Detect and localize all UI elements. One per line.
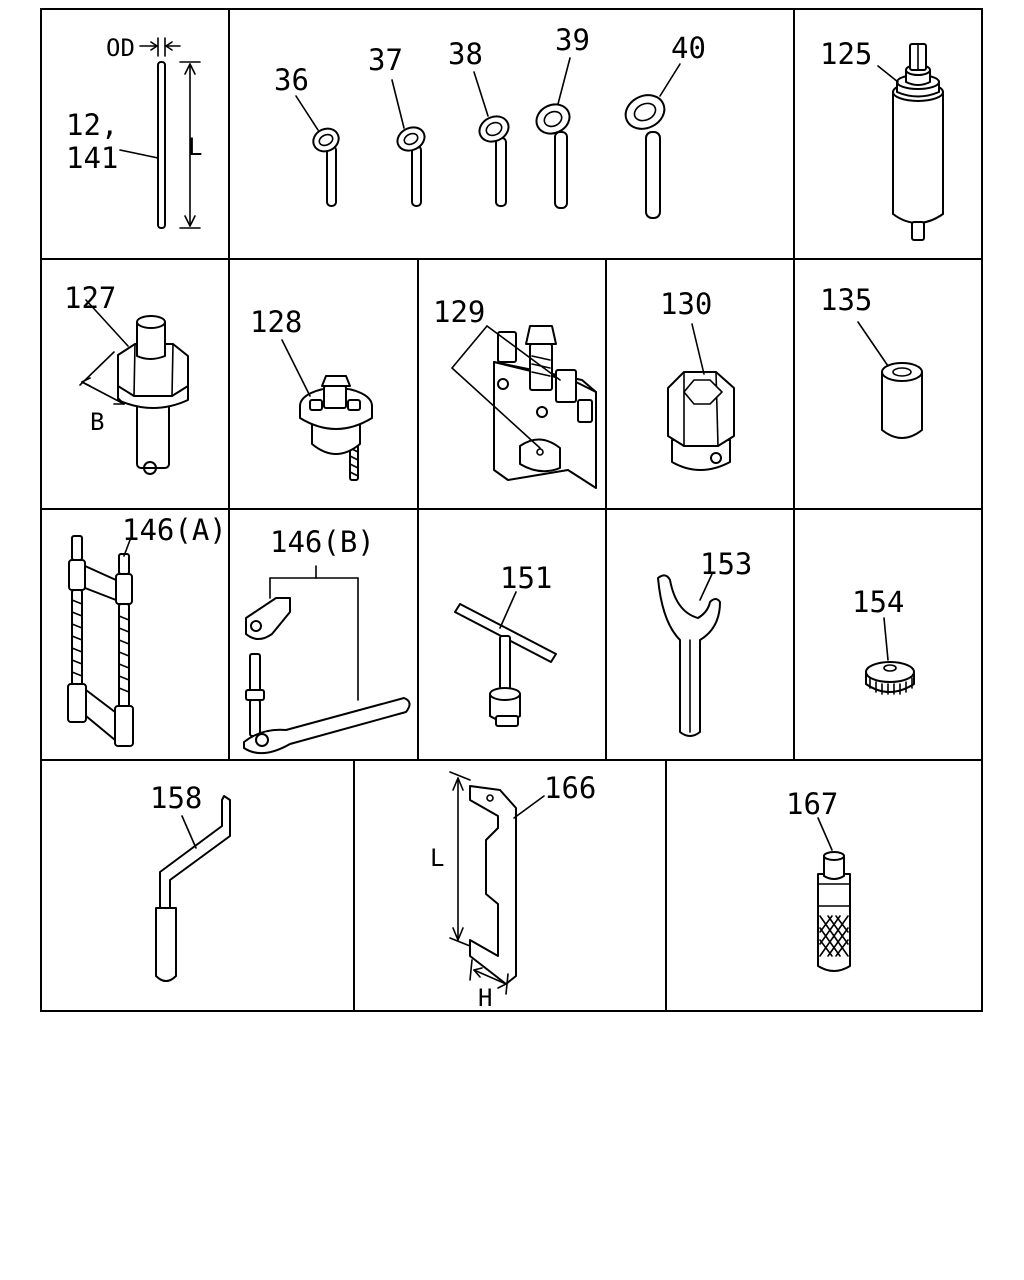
wrench-40 xyxy=(624,63,681,219)
bearing-puller-icon xyxy=(451,325,597,489)
dim-l-166-label: L xyxy=(430,844,444,872)
wrench-39 xyxy=(535,57,571,209)
part-label-37: 37 xyxy=(368,43,403,77)
cell-36-40: 36 37 38 39 40 xyxy=(274,23,706,219)
part-label-12: 12, xyxy=(66,108,118,142)
cell-167: 167 xyxy=(786,787,851,972)
spanner-set-icon xyxy=(243,565,411,755)
grid-frame xyxy=(40,8,983,1012)
part-label-38: 38 xyxy=(448,37,483,71)
crank-handle-icon xyxy=(155,795,231,982)
part-label-39: 39 xyxy=(555,23,590,57)
part-label-158: 158 xyxy=(150,781,202,815)
cell-153: 153 xyxy=(657,547,752,737)
cell-12-141: OD L 12, 141 xyxy=(66,34,202,229)
dim-l-label: L xyxy=(188,133,202,161)
cell-128: 128 xyxy=(250,305,373,481)
part-label-141: 141 xyxy=(66,141,118,175)
wrench-37 xyxy=(391,79,426,207)
knurled-cap-icon xyxy=(865,617,915,695)
part-label-125: 125 xyxy=(820,37,872,71)
sleeve-icon xyxy=(857,321,923,439)
pin-rod-icon xyxy=(119,37,201,229)
part-label-166: 166 xyxy=(544,771,596,805)
ratchet-wrench-icon xyxy=(295,57,681,219)
cell-154: 154 xyxy=(852,585,915,695)
part-label-154: 154 xyxy=(852,585,904,619)
cell-127: B 127 xyxy=(64,281,189,475)
part-label-153: 153 xyxy=(700,547,752,581)
cell-151: 151 xyxy=(454,561,557,727)
dim-b-label: B xyxy=(90,408,104,436)
part-label-129: 129 xyxy=(433,295,485,329)
t-handle-tool-icon xyxy=(454,591,557,727)
cell-125: 125 xyxy=(820,37,944,241)
part-label-135: 135 xyxy=(820,283,872,317)
wrench-36 xyxy=(295,95,340,207)
hex-socket-extension-icon xyxy=(79,299,189,475)
puller-adapter-icon xyxy=(281,339,373,481)
part-label-146b: 146(B) xyxy=(270,525,375,559)
cell-166: L H 166 xyxy=(430,771,596,1012)
gauge-plate-icon xyxy=(449,771,545,995)
part-label-40: 40 xyxy=(671,31,706,65)
cell-158: 158 xyxy=(150,781,231,982)
part-label-167: 167 xyxy=(786,787,838,821)
part-label-127: 127 xyxy=(64,281,116,315)
dim-h-label: H xyxy=(478,984,492,1012)
cell-135: 135 xyxy=(820,283,923,439)
dim-od-label: OD xyxy=(106,34,135,62)
hook-spanner-icon xyxy=(657,573,721,737)
part-label-128: 128 xyxy=(250,305,302,339)
compressor-frame-icon xyxy=(67,535,134,747)
cell-130: 130 xyxy=(660,287,735,471)
knurled-driver-icon xyxy=(817,817,851,972)
part-label-146a: 146(A) xyxy=(122,513,227,547)
cell-129: 129 xyxy=(433,295,597,489)
part-label-130: 130 xyxy=(660,287,712,321)
cylinder-tool-icon xyxy=(877,43,944,241)
part-label-151: 151 xyxy=(500,561,552,595)
cell-146a: 146(A) xyxy=(67,513,227,747)
hex-socket-icon xyxy=(667,323,735,471)
wrench-38 xyxy=(473,71,510,207)
cell-146b: 146(B) xyxy=(243,525,411,755)
part-label-36: 36 xyxy=(274,63,309,97)
